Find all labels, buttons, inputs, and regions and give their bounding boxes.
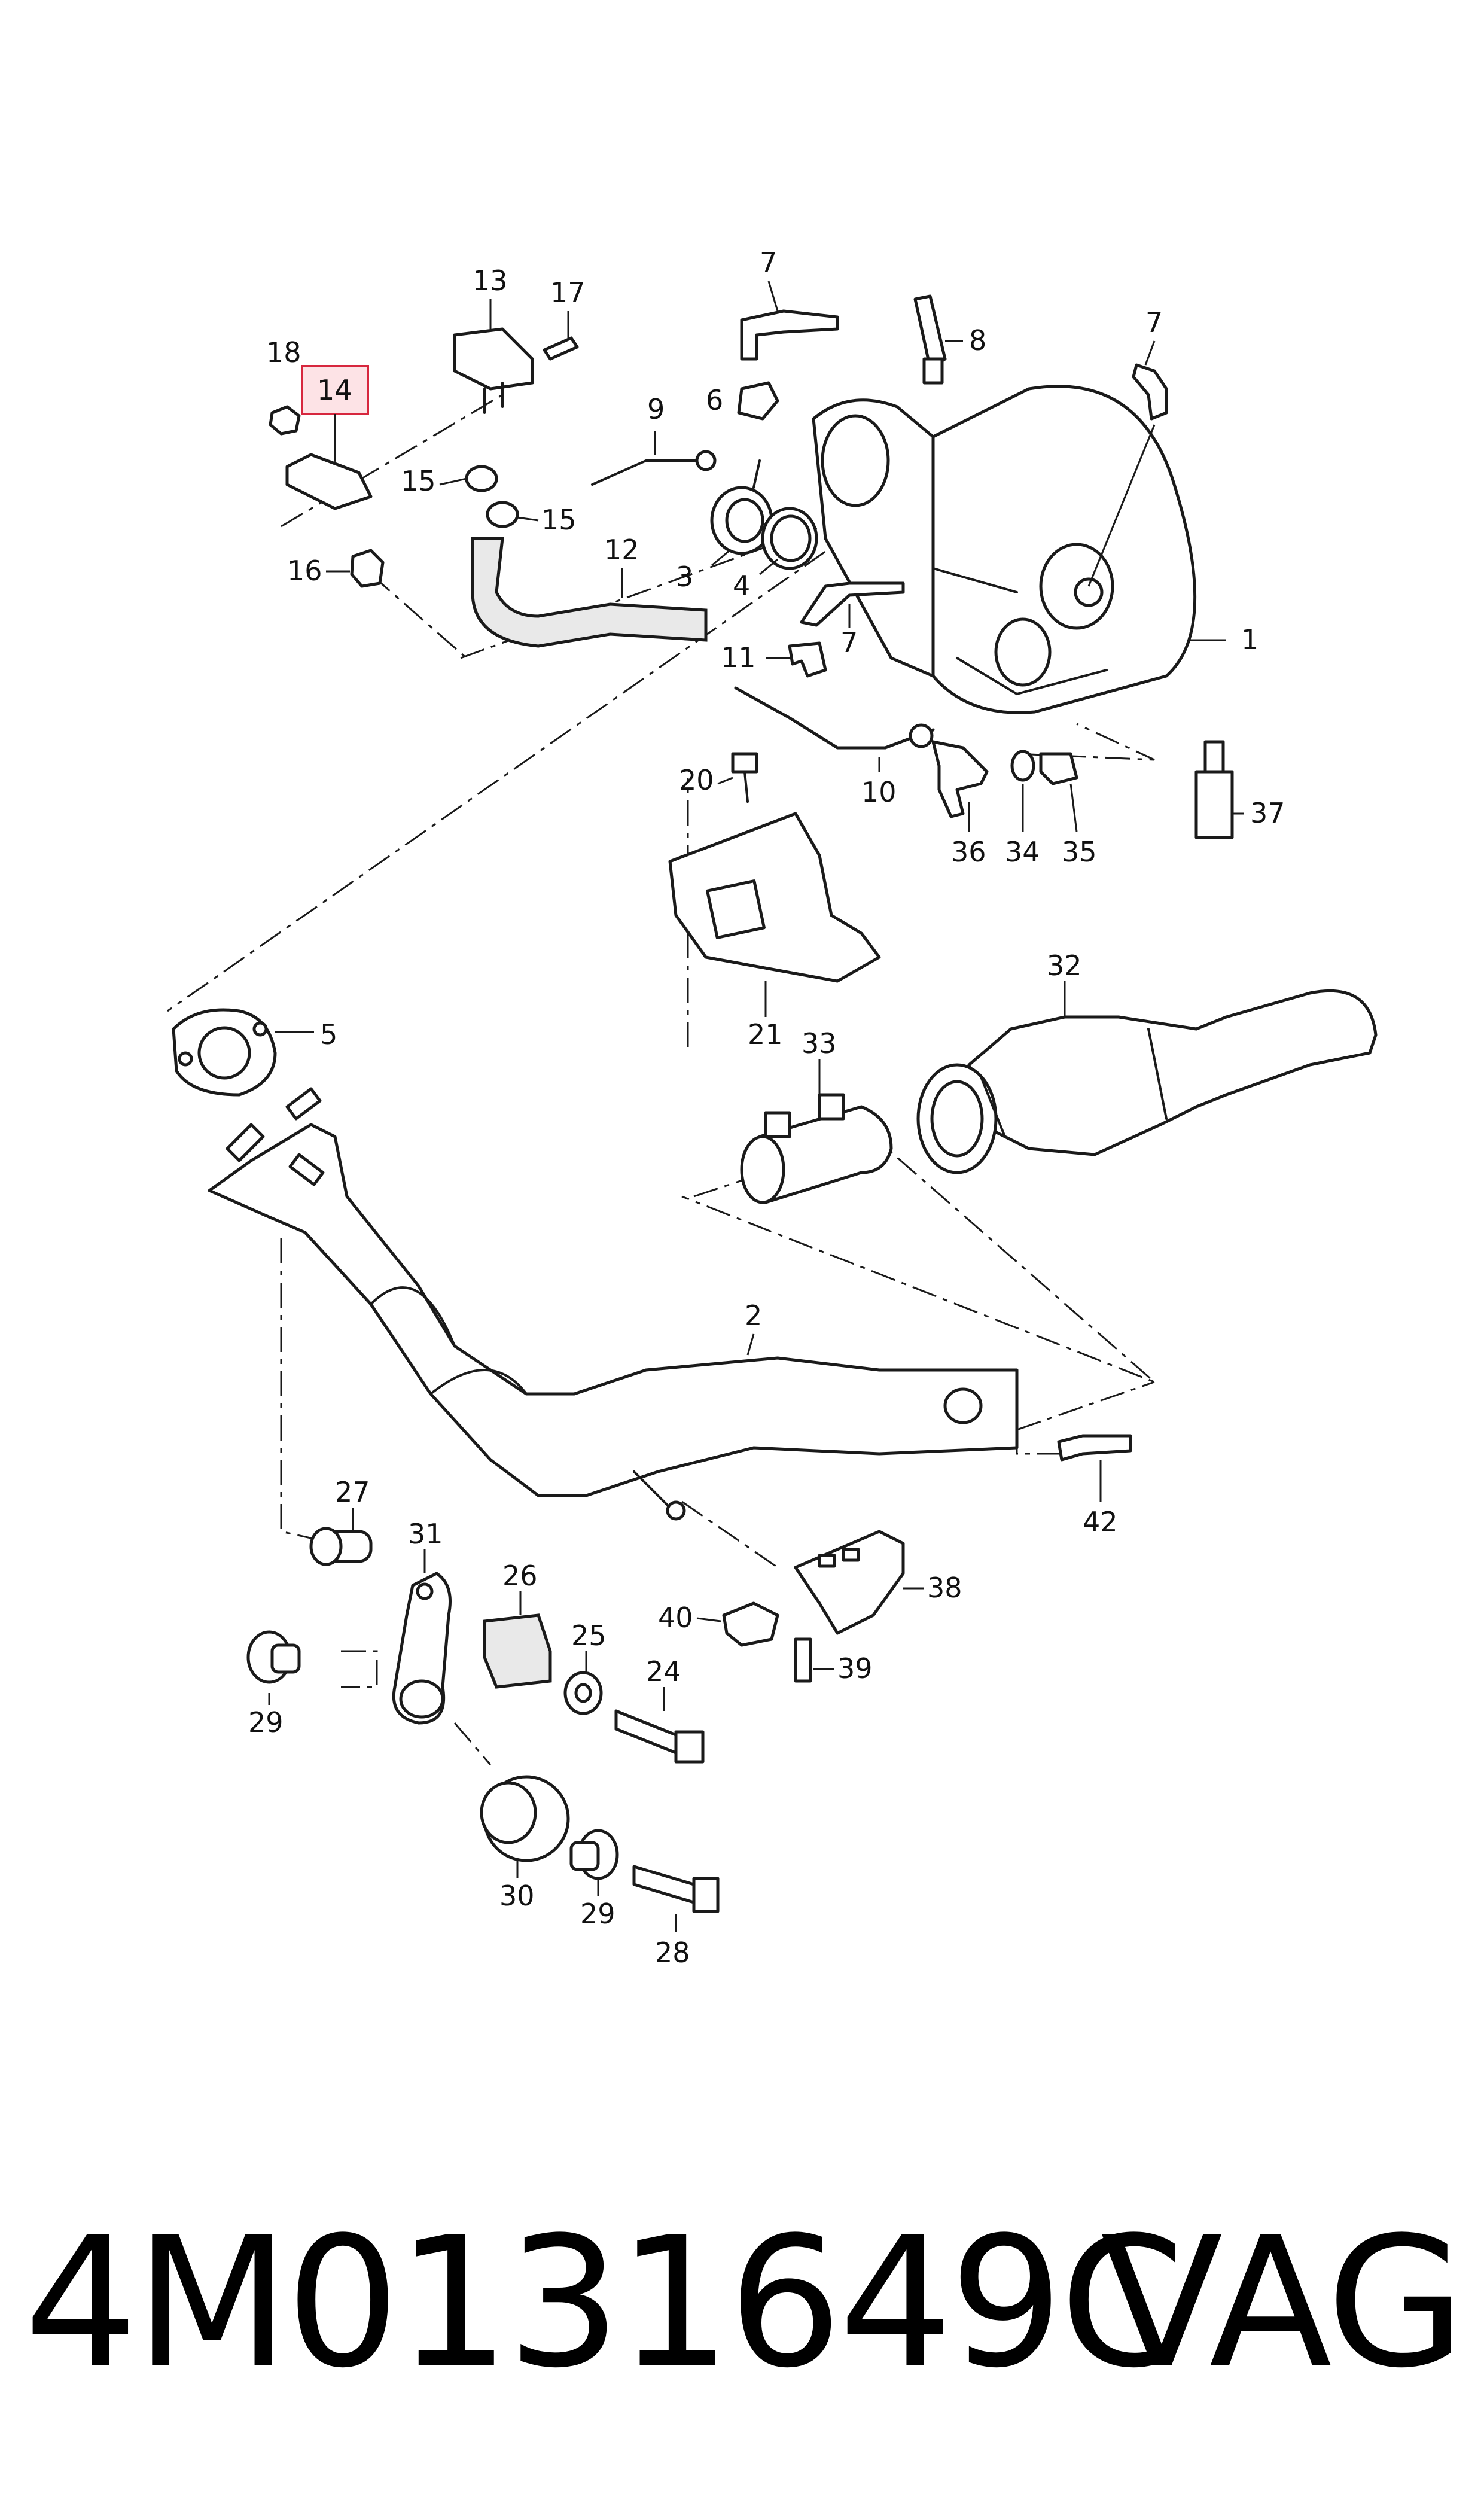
part-34-seal: [1010, 750, 1035, 832]
part-number-label: 4M0131649C: [24, 2199, 1185, 2407]
callout-30: 30: [499, 1880, 535, 1912]
part-14-bracket: [285, 365, 373, 510]
brand-label: VAG: [1100, 2199, 1465, 2407]
callout-10: 10: [861, 776, 897, 808]
part-42-lambda-probe: [1057, 1434, 1132, 1502]
callout-15-right: 15: [541, 504, 577, 536]
part-7-temperature-sender-mid: [800, 581, 905, 628]
part-31-hanger: [392, 1549, 452, 1725]
callout-7-top: 7: [760, 246, 777, 279]
callout-25: 25: [571, 1619, 607, 1652]
assembly-guide-lines: [167, 394, 1155, 1765]
part-10-pressure-pipe: [734, 686, 935, 772]
part-11-clip: [766, 641, 827, 678]
callout-38: 38: [927, 1572, 962, 1604]
callout-29-left: 29: [248, 1706, 284, 1738]
part-15-hose-clip-bottom: [486, 501, 539, 528]
part-15-hose-clip-top: [439, 465, 498, 492]
callout-14: 14: [317, 374, 352, 406]
part-2-front-pipe: [208, 1087, 1019, 1521]
part-13-pressure-sensor: [453, 299, 534, 414]
part-9-sensor-line: [591, 431, 717, 486]
part-33-clamp-sleeve: [740, 1059, 893, 1204]
part-26-rubber-buffer: [483, 1591, 552, 1689]
part-38-mounting-bracket: [794, 1530, 924, 1635]
callout-40: 40: [658, 1601, 693, 1634]
callout-27: 27: [335, 1476, 370, 1508]
part-1-particulate-filter: [812, 385, 1226, 714]
callout-16: 16: [287, 555, 322, 587]
callout-36: 36: [951, 836, 986, 868]
callout-13: 13: [473, 264, 508, 297]
callout-20: 20: [679, 764, 714, 796]
part-29-bushing-right: [569, 1829, 619, 1896]
part-25-washer: [563, 1651, 603, 1715]
part-7-temperature-sender-top: [740, 281, 839, 361]
part-35-clamp: [1039, 752, 1078, 832]
callout-34: 34: [1005, 836, 1040, 868]
callout-7-right: 7: [1145, 306, 1163, 339]
part-6-nut: [737, 381, 779, 421]
part-12-hose: [471, 537, 708, 648]
part-18-nut: [269, 405, 301, 436]
callout-5: 5: [320, 1018, 337, 1051]
callout-6: 6: [706, 384, 723, 416]
part-20-bolt: [717, 752, 758, 803]
part-17-bolt: [543, 311, 579, 361]
callout-26: 26: [502, 1560, 538, 1592]
callout-15-left: 15: [401, 465, 436, 497]
callout-labels: 1 2 3 4 5 6 7 7 7 8 9 10 11 12 13 14 15 …: [248, 246, 1285, 1969]
callout-35: 35: [1062, 836, 1097, 868]
callout-12: 12: [604, 534, 639, 566]
part-3-clamp: [710, 459, 773, 567]
part-21-heat-shield: [668, 812, 881, 1017]
callout-28: 28: [655, 1937, 690, 1969]
part-32-catalytic-converter: [916, 981, 1378, 1174]
callout-11: 11: [721, 641, 756, 674]
part-40-clip-nut: [696, 1601, 779, 1647]
part-7-temperature-sender-right: [1087, 340, 1168, 587]
part-27-bushing: [309, 1508, 373, 1566]
callout-39: 39: [837, 1652, 873, 1685]
part-5-gasket: [172, 1008, 314, 1097]
callout-33: 33: [802, 1027, 837, 1059]
part-29-bushing-left: [246, 1630, 301, 1705]
callout-9: 9: [647, 393, 665, 425]
part-4-seal-ring: [759, 507, 818, 576]
callout-32: 32: [1047, 949, 1082, 982]
part-28-bolt: [632, 1865, 720, 1932]
callout-17: 17: [550, 276, 586, 309]
highlight-box-part-14: [301, 365, 369, 415]
callout-24: 24: [646, 1655, 681, 1688]
part-39-bolt: [794, 1637, 834, 1683]
part-24-bolt: [614, 1687, 705, 1764]
part-37-additive-bottle: [1194, 740, 1244, 839]
part-30-rubber-mount: [480, 1775, 570, 1878]
part-36-sensor-connector: [931, 740, 989, 832]
callout-4: 4: [733, 570, 750, 602]
part-8-sensor: [913, 294, 963, 385]
callout-2: 2: [745, 1299, 762, 1332]
callout-31: 31: [408, 1518, 443, 1550]
callout-37: 37: [1250, 797, 1285, 829]
callout-21: 21: [748, 1018, 783, 1051]
callout-7-mid: 7: [840, 626, 858, 659]
callout-42: 42: [1083, 1506, 1118, 1538]
callout-18: 18: [266, 336, 301, 369]
callout-3: 3: [676, 561, 693, 593]
callout-29-right: 29: [580, 1898, 615, 1930]
part-16-clip: [326, 549, 385, 588]
callout-8: 8: [969, 324, 986, 357]
footer: 4M0131649C VAG: [0, 2184, 1484, 2435]
callout-1: 1: [1241, 623, 1258, 656]
